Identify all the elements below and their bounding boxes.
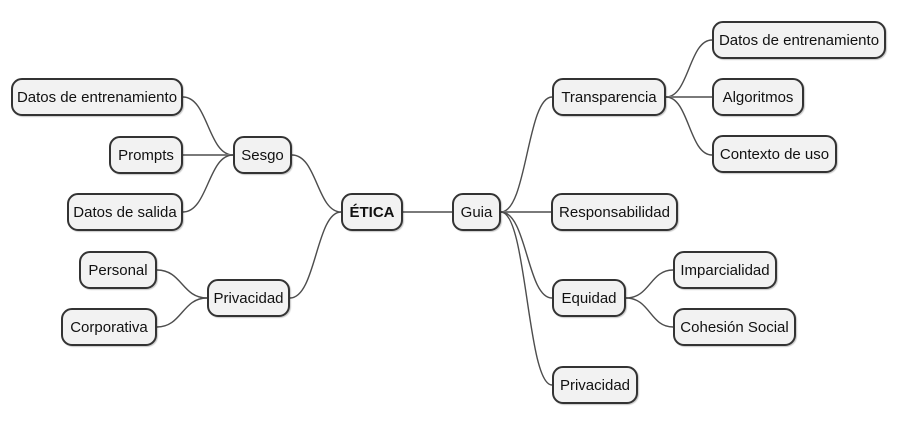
node-corporativa[interactable]: Corporativa (61, 308, 157, 346)
node-imparcialidad[interactable]: Imparcialidad (673, 251, 777, 289)
node-transparencia[interactable]: Transparencia (552, 78, 666, 116)
node-contexto-de-uso[interactable]: Contexto de uso (712, 135, 837, 173)
edge-guia-privacidad (500, 211, 553, 386)
node-etica-root[interactable]: ÉTICA (341, 193, 403, 231)
edge-transparencia-datos-entrenamiento (665, 39, 713, 98)
node-guia[interactable]: Guia (452, 193, 501, 231)
edge-privacidad-personal (156, 269, 208, 299)
node-responsabilidad[interactable]: Responsabilidad (551, 193, 678, 231)
node-datos-de-salida[interactable]: Datos de salida (67, 193, 183, 231)
edge-privacidad-corporativa (156, 297, 208, 328)
node-datos-de-entrenamiento-der[interactable]: Datos de entrenamiento (712, 21, 886, 59)
edge-etica-sesgo (291, 154, 342, 213)
node-datos-de-entrenamiento-izq[interactable]: Datos de entrenamiento (11, 78, 183, 116)
edge-equidad-cohesion-social (625, 297, 674, 328)
edge-transparencia-contexto-uso (665, 96, 713, 156)
node-cohesion-social[interactable]: Cohesión Social (673, 308, 796, 346)
edge-sesgo-datos-entrenamiento (182, 96, 234, 156)
node-sesgo[interactable]: Sesgo (233, 136, 292, 174)
node-algoritmos[interactable]: Algoritmos (712, 78, 804, 116)
node-privacidad-izq[interactable]: Privacidad (207, 279, 290, 317)
node-prompts[interactable]: Prompts (109, 136, 183, 174)
node-privacidad-der[interactable]: Privacidad (552, 366, 638, 404)
edge-guia-transparencia (500, 96, 553, 213)
edge-etica-privacidad (289, 211, 342, 299)
node-equidad[interactable]: Equidad (552, 279, 626, 317)
edge-guia-equidad (500, 211, 553, 299)
edge-sesgo-datos-salida (182, 154, 234, 213)
edge-equidad-imparcialidad (625, 269, 674, 299)
node-personal[interactable]: Personal (79, 251, 157, 289)
